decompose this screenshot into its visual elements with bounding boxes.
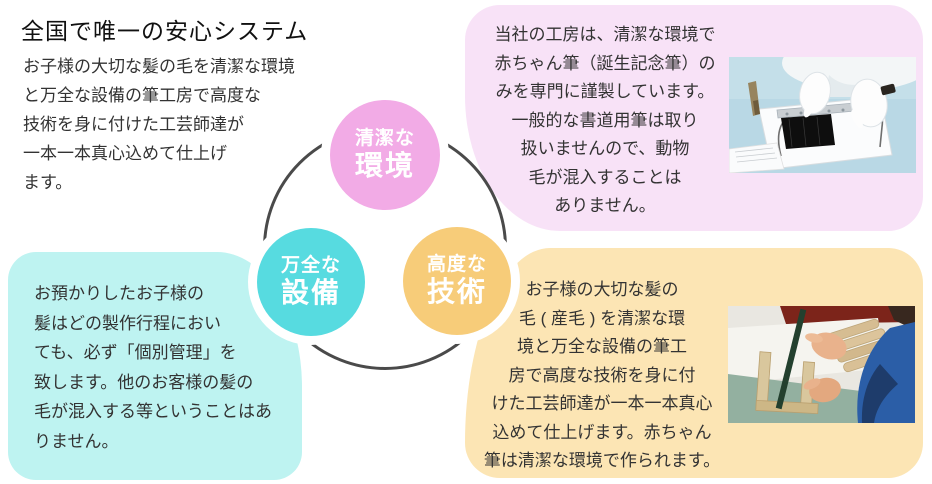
page-title: 全国で唯一の安心システム <box>21 18 309 44</box>
circle-label-line2: 環境 <box>354 150 415 181</box>
individual-management-box: お預かりしたお子様の 髪はどの製作行程におい ても、必ず「個別管理」を 致します… <box>8 252 302 480</box>
workshop-info-box: 当社の工房は、清潔な環境で 赤ちゃん筆（誕生記念筆）の みを専門に謹製しています… <box>465 5 923 231</box>
craftsman-info-box: お子様の大切な髪の 毛 ( 産毛 ) を清潔な環 境と万全な設備の筆工 房で高度… <box>465 248 923 478</box>
circle-label-line1: 高度な <box>426 254 487 275</box>
advanced-technique-circle: 高度な 技術 <box>403 227 511 335</box>
intro-paragraph: お子様の大切な髪の毛を清潔な環境 と万全な設備の筆工房で高度な 技術を身に付けた… <box>23 57 295 192</box>
craftsman-description: お子様の大切な髪の 毛 ( 産毛 ) を清潔な環 境と万全な設備の筆工 房で高度… <box>483 280 721 470</box>
perfect-equipment-circle: 万全な 設備 <box>257 228 365 336</box>
circle-label-line1: 万全な <box>280 255 341 276</box>
management-description: お預かりしたお子様の 髪はどの製作行程におい ても、必ず「個別管理」を 致します… <box>34 284 272 451</box>
brush-crafting-photo <box>728 306 915 423</box>
workshop-description: 当社の工房は、清潔な環境で 赤ちゃん筆（誕生記念筆）の みを専門に謹製しています… <box>494 25 716 215</box>
circle-label-line2: 技術 <box>426 276 487 307</box>
clean-environment-circle: 清潔な 環境 <box>330 100 440 210</box>
hair-inspection-photo <box>729 57 916 173</box>
circle-label-line2: 設備 <box>280 277 341 308</box>
circle-label-line1: 清潔な <box>354 128 415 149</box>
